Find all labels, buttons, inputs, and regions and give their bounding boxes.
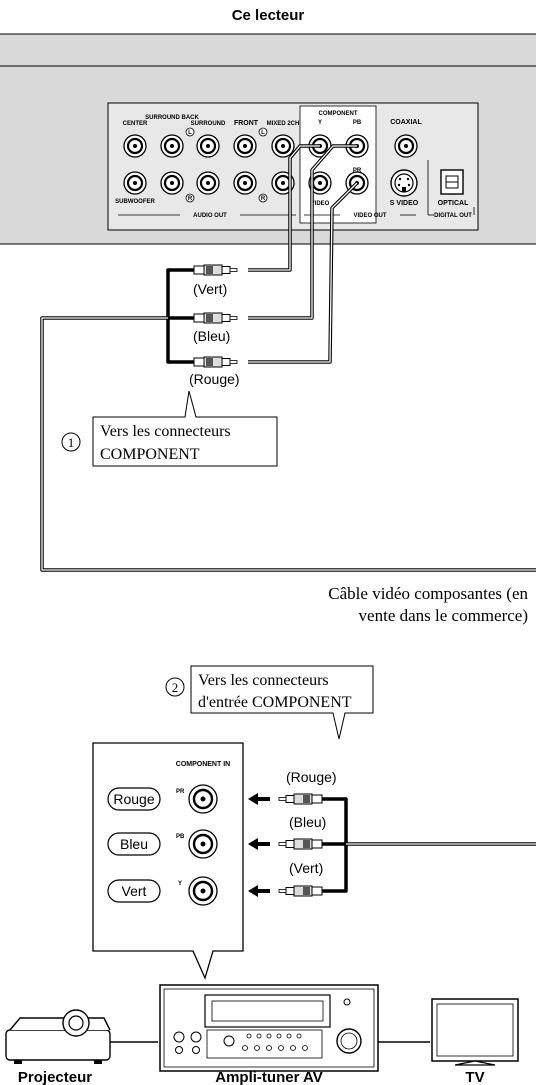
callout-2-line1: Vers les connecteurs: [198, 672, 329, 689]
optical-port: [440, 169, 464, 195]
video-label: VIDEO: [311, 201, 330, 207]
audio-out-label: AUDIO OUT: [193, 213, 227, 219]
right-marker: R: [261, 196, 266, 202]
input-arrows: [248, 793, 270, 897]
plug-vert-bottom: [278, 885, 323, 897]
plug-rouge-label: (Rouge): [189, 371, 240, 387]
left-marker: L: [188, 130, 192, 136]
projector-icon: [5, 1009, 111, 1064]
surround-label: SURROUND: [191, 121, 226, 127]
video-out-label: VIDEO OUT: [353, 213, 386, 219]
tv-icon: [431, 998, 519, 1066]
optical-label: OPTICAL: [438, 200, 469, 207]
plug-bleu-bottom-label: (Bleu): [289, 814, 326, 830]
plug-vert-top: [193, 264, 238, 276]
bleu-label: Bleu: [120, 836, 148, 852]
bottom-cable-bundle: [322, 797, 536, 893]
callout-2-number: 2: [172, 680, 179, 695]
callout-1-line2: COMPONENT: [100, 446, 200, 463]
plug-bleu-bottom: [278, 838, 323, 850]
surround-back-label: SURROUND BACK: [145, 115, 199, 121]
s-video-label: S VIDEO: [390, 200, 419, 207]
plug-bleu-top: [193, 312, 238, 324]
component-in-title: COMPONENT IN: [176, 761, 230, 768]
y-label: Y: [318, 120, 322, 126]
plug-rouge-bottom-label: (Rouge): [286, 769, 337, 785]
cable-caption-line1: Câble vidéo composantes (en: [328, 584, 528, 603]
callout-2: 2 Vers les connecteurs d'entrée COMPONEN…: [165, 665, 374, 740]
receiver-label: Ampli-tuner AV: [215, 1069, 323, 1085]
component-in-jacks: [188, 784, 218, 906]
projector-label: Projecteur: [18, 1069, 92, 1085]
player-title: Ce lecteur: [232, 7, 305, 24]
tv-label: TV: [465, 1069, 484, 1085]
av-receiver-icon: [159, 984, 379, 1072]
pr-label: PR: [353, 168, 362, 174]
plug-vert-label: (Vert): [193, 281, 227, 297]
pb-label: PB: [353, 120, 362, 126]
left-marker: L: [261, 130, 265, 136]
y-in-label: Y: [178, 881, 182, 887]
mixed-2ch-label: MIXED 2CH: [267, 121, 300, 127]
cable-caption-line2: vente dans le commerce): [359, 606, 528, 625]
vert-label: Vert: [122, 883, 147, 899]
callout-1: 1 Vers les connecteurs COMPONENT: [61, 390, 278, 467]
callout-1-number: 1: [68, 435, 75, 450]
center-label: CENTER: [123, 121, 148, 127]
plug-bleu-label: (Bleu): [193, 328, 230, 344]
coaxial-label: COAXIAL: [390, 119, 422, 126]
s-video-jack: [390, 169, 418, 197]
component-in-panel: COMPONENT IN Rouge Bleu Vert PR PB Y: [92, 742, 244, 980]
front-label: FRONT: [234, 120, 259, 127]
callout-2-line2: d'entrée COMPONENT: [198, 694, 352, 711]
pb-in-label: PB: [176, 834, 185, 840]
plug-vert-bottom-label: (Vert): [289, 860, 323, 876]
right-marker: R: [188, 196, 193, 202]
component-label: COMPONENT: [319, 111, 358, 117]
callout-1-line1: Vers les connecteurs: [100, 423, 231, 440]
plug-rouge-bottom: [278, 793, 323, 805]
digital-out-label: DIGITAL OUT: [434, 213, 472, 219]
rouge-label: Rouge: [113, 791, 154, 807]
plug-rouge-top: [193, 356, 238, 368]
pr-in-label: PR: [176, 789, 185, 795]
subwoofer-label: SUBWOOFER: [115, 199, 155, 205]
